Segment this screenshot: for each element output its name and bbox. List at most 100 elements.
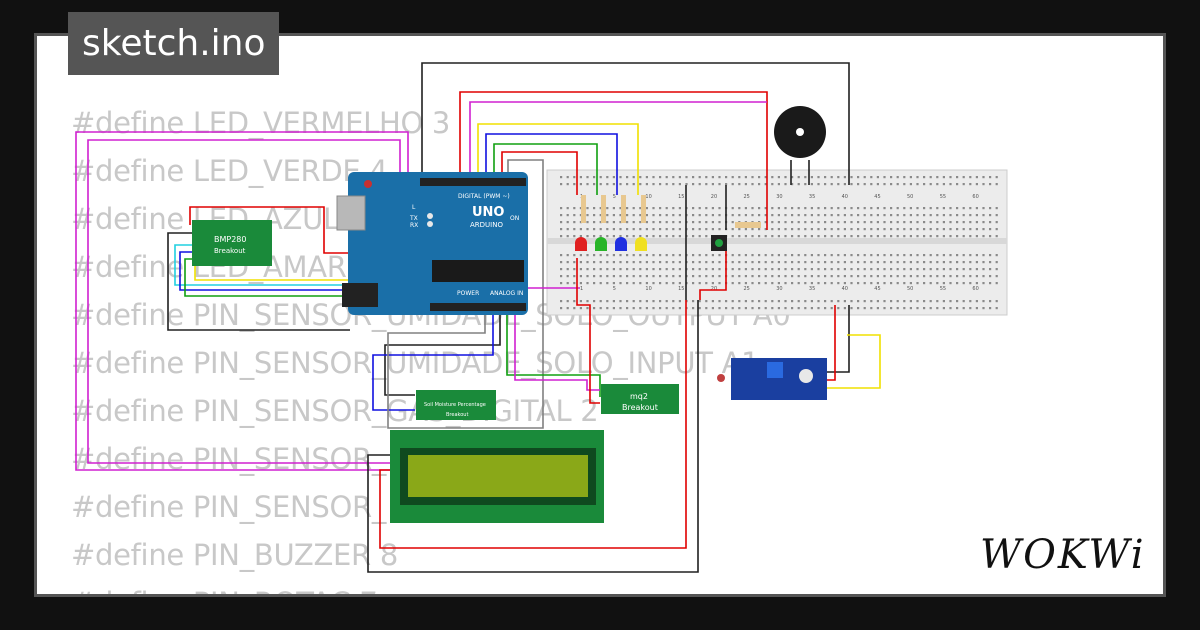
breadboard-hole[interactable]: [824, 261, 827, 264]
breadboard-hole[interactable]: [632, 183, 635, 186]
breadboard-hole[interactable]: [850, 268, 853, 271]
breadboard-hole[interactable]: [969, 307, 972, 310]
breadboard-hole[interactable]: [817, 300, 820, 303]
breadboard-hole[interactable]: [936, 183, 939, 186]
breadboard-hole[interactable]: [645, 282, 648, 285]
wire-black-sensor[interactable]: [826, 305, 850, 373]
breadboard-hole[interactable]: [698, 254, 701, 257]
breadboard-hole[interactable]: [784, 183, 787, 186]
breadboard-hole[interactable]: [896, 275, 899, 278]
breadboard-hole[interactable]: [632, 261, 635, 264]
wire-black-top[interactable]: [421, 62, 850, 185]
breadboard-hole[interactable]: [896, 254, 899, 257]
breadboard-hole[interactable]: [652, 228, 655, 231]
breadboard-hole[interactable]: [566, 228, 569, 231]
breadboard-hole[interactable]: [777, 183, 780, 186]
breadboard-hole[interactable]: [929, 235, 932, 238]
breadboard-hole[interactable]: [784, 282, 787, 285]
breadboard-hole[interactable]: [731, 300, 734, 303]
breadboard-hole[interactable]: [956, 261, 959, 264]
ldr-sensor-module[interactable]: [717, 358, 827, 400]
breadboard-hole[interactable]: [692, 254, 695, 257]
breadboard-hole[interactable]: [731, 176, 734, 179]
breadboard-hole[interactable]: [797, 235, 800, 238]
breadboard-hole[interactable]: [652, 300, 655, 303]
breadboard-hole[interactable]: [817, 176, 820, 179]
breadboard-hole[interactable]: [909, 268, 912, 271]
breadboard-hole[interactable]: [804, 254, 807, 257]
breadboard-hole[interactable]: [956, 207, 959, 210]
breadboard-hole[interactable]: [830, 176, 833, 179]
breadboard-hole[interactable]: [791, 228, 794, 231]
breadboard-hole[interactable]: [659, 228, 662, 231]
breadboard-hole[interactable]: [989, 300, 992, 303]
breadboard-hole[interactable]: [731, 307, 734, 310]
breadboard-hole[interactable]: [626, 254, 629, 257]
breadboard-hole[interactable]: [817, 235, 820, 238]
breadboard-hole[interactable]: [645, 214, 648, 217]
breadboard-hole[interactable]: [659, 207, 662, 210]
breadboard-hole[interactable]: [870, 228, 873, 231]
breadboard-hole[interactable]: [560, 176, 563, 179]
breadboard-hole[interactable]: [863, 307, 866, 310]
breadboard-hole[interactable]: [843, 214, 846, 217]
breadboard-hole[interactable]: [678, 282, 681, 285]
breadboard-hole[interactable]: [692, 228, 695, 231]
breadboard-hole[interactable]: [909, 282, 912, 285]
breadboard-hole[interactable]: [830, 235, 833, 238]
breadboard-hole[interactable]: [956, 268, 959, 271]
breadboard-hole[interactable]: [593, 221, 596, 224]
breadboard-hole[interactable]: [738, 207, 741, 210]
breadboard-hole[interactable]: [969, 207, 972, 210]
wire-magenta-top[interactable]: [469, 101, 767, 180]
breadboard-hole[interactable]: [639, 282, 642, 285]
breadboard-hole[interactable]: [962, 282, 965, 285]
wire-red-led[interactable]: [501, 151, 578, 195]
breadboard-hole[interactable]: [949, 228, 952, 231]
breadboard-hole[interactable]: [824, 254, 827, 257]
breadboard-hole[interactable]: [916, 228, 919, 231]
breadboard-hole[interactable]: [672, 235, 675, 238]
breadboard-hole[interactable]: [949, 282, 952, 285]
breadboard-hole[interactable]: [612, 214, 615, 217]
breadboard-hole[interactable]: [909, 300, 912, 303]
breadboard-hole[interactable]: [751, 300, 754, 303]
breadboard-hole[interactable]: [652, 221, 655, 224]
breadboard-hole[interactable]: [830, 275, 833, 278]
breadboard-hole[interactable]: [962, 261, 965, 264]
breadboard-hole[interactable]: [659, 183, 662, 186]
breadboard-hole[interactable]: [771, 183, 774, 186]
breadboard-hole[interactable]: [870, 254, 873, 257]
breadboard-hole[interactable]: [606, 214, 609, 217]
breadboard-hole[interactable]: [718, 268, 721, 271]
breadboard-hole[interactable]: [639, 261, 642, 264]
breadboard-hole[interactable]: [995, 261, 998, 264]
breadboard-hole[interactable]: [659, 214, 662, 217]
breadboard-hole[interactable]: [711, 214, 714, 217]
breadboard-hole[interactable]: [678, 221, 681, 224]
breadboard-hole[interactable]: [870, 282, 873, 285]
breadboard-hole[interactable]: [830, 254, 833, 257]
breadboard-hole[interactable]: [777, 207, 780, 210]
breadboard-hole[interactable]: [659, 268, 662, 271]
breadboard-hole[interactable]: [857, 207, 860, 210]
breadboard-hole[interactable]: [612, 176, 615, 179]
breadboard-hole[interactable]: [678, 268, 681, 271]
breadboard-hole[interactable]: [969, 282, 972, 285]
breadboard-hole[interactable]: [659, 235, 662, 238]
breadboard-hole[interactable]: [692, 261, 695, 264]
breadboard-hole[interactable]: [579, 228, 582, 231]
breadboard-hole[interactable]: [593, 300, 596, 303]
breadboard-hole[interactable]: [652, 268, 655, 271]
breadboard-hole[interactable]: [857, 214, 860, 217]
breadboard-hole[interactable]: [573, 254, 576, 257]
breadboard-hole[interactable]: [896, 214, 899, 217]
breadboard-hole[interactable]: [857, 300, 860, 303]
breadboard-hole[interactable]: [942, 176, 945, 179]
breadboard-hole[interactable]: [678, 207, 681, 210]
breadboard-hole[interactable]: [659, 261, 662, 264]
breadboard-hole[interactable]: [916, 300, 919, 303]
breadboard-hole[interactable]: [830, 268, 833, 271]
breadboard-hole[interactable]: [923, 307, 926, 310]
breadboard-hole[interactable]: [665, 235, 668, 238]
